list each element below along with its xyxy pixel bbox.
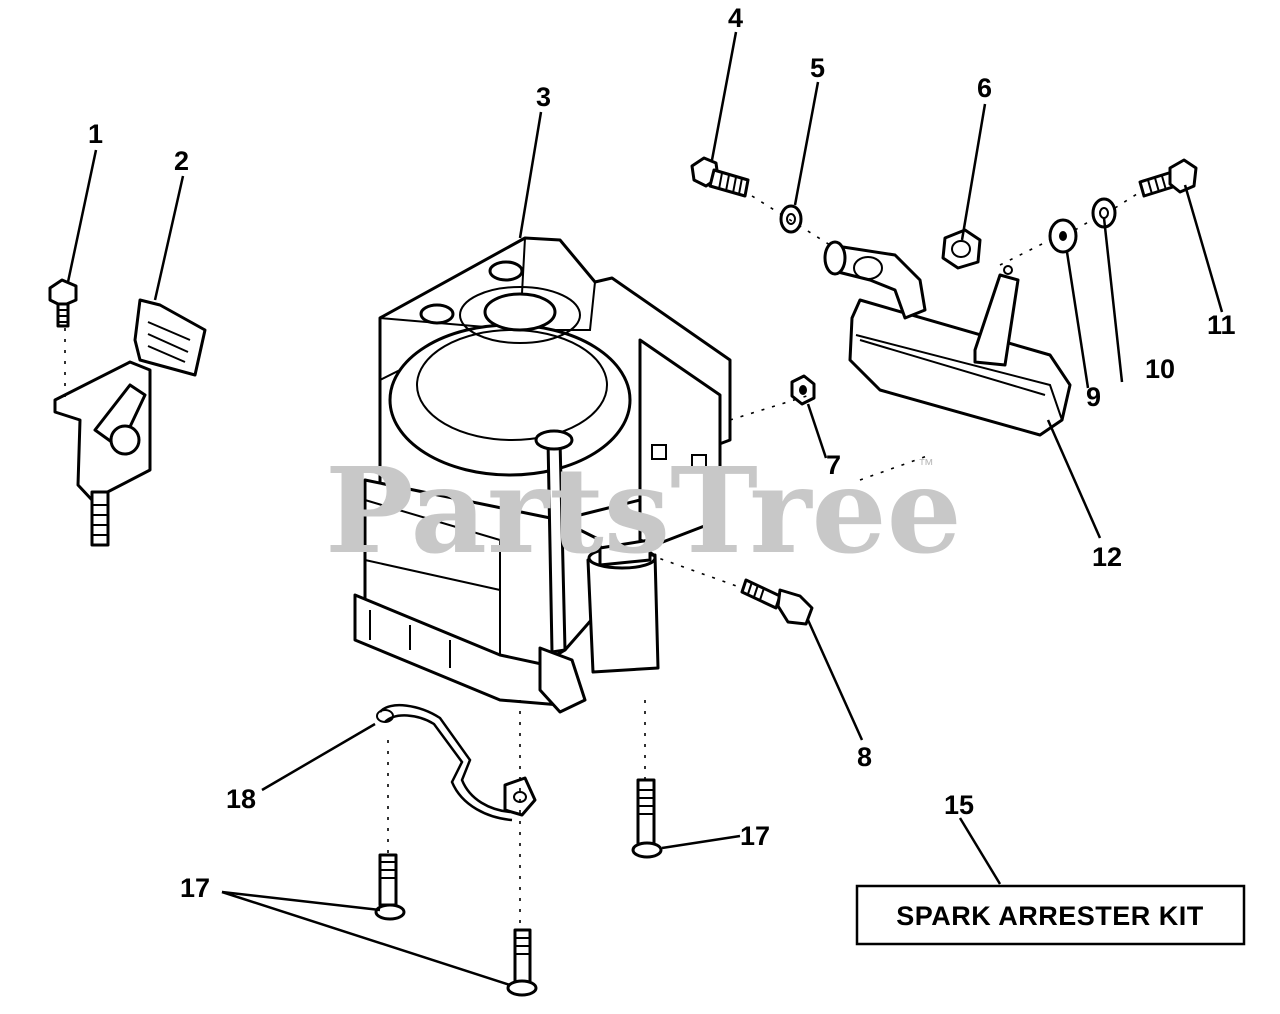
- callout-12: 12: [1092, 542, 1122, 572]
- watermark-text: PartsTree: [325, 441, 962, 580]
- callout-4: 4: [728, 3, 743, 33]
- callout-17-left: 17: [180, 873, 210, 903]
- callout-5: 5: [810, 53, 825, 83]
- ground-strap-18: [376, 704, 537, 822]
- callout-9: 9: [1086, 382, 1101, 412]
- callout-numbers: 1 2 3 4 5 6 7 8 9 10 11 12 15 17 17 18: [88, 3, 1236, 903]
- bolt-8: [740, 578, 814, 626]
- bolt-4: [690, 156, 750, 198]
- throttle-control-bracket: [53, 298, 207, 547]
- callout-11: 11: [1207, 310, 1236, 340]
- nut-7: [790, 374, 816, 406]
- trademark-symbol: ™: [918, 457, 934, 474]
- leader-lines: [66, 31, 1224, 987]
- partstree-watermark: PartsTree ™: [325, 441, 962, 580]
- callout-6: 6: [977, 73, 992, 103]
- spark-arrester-kit-box: SPARK ARRESTER KIT: [855, 884, 1246, 946]
- callout-3: 3: [536, 82, 551, 112]
- callout-7: 7: [826, 450, 841, 480]
- bolt-17-right: [631, 778, 663, 859]
- bolt-11: [1138, 158, 1198, 198]
- callout-8: 8: [857, 742, 872, 772]
- bolt-17-left-upper: [374, 853, 406, 921]
- gasket-6: [941, 228, 982, 270]
- washer-5: [779, 204, 803, 234]
- assembly-lines: [64, 191, 1141, 930]
- callout-2: 2: [174, 146, 189, 176]
- muffler: [823, 240, 1072, 437]
- bolt-17-left-lower: [506, 928, 538, 997]
- spark-arrester-kit-label: SPARK ARRESTER KIT: [896, 901, 1204, 931]
- callout-1: 1: [88, 119, 103, 149]
- bolt-1: [48, 278, 78, 328]
- callout-18: 18: [226, 784, 256, 814]
- callout-10: 10: [1145, 354, 1175, 384]
- callout-15: 15: [944, 790, 974, 820]
- engine: [353, 236, 732, 714]
- callout-17-right: 17: [740, 821, 770, 851]
